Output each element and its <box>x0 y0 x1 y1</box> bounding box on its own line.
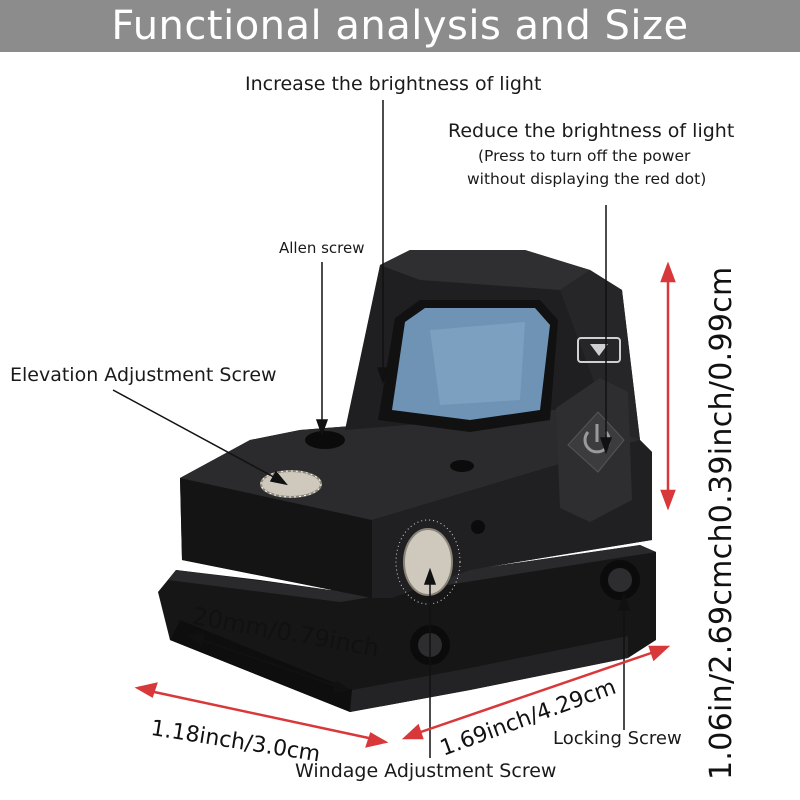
press-note-line1: (Press to turn off the power <box>478 147 691 165</box>
reduce-brightness-label: Reduce the brightness of light <box>448 120 735 142</box>
length-dimension-arrow <box>411 648 661 737</box>
rail-dimension-arrow <box>195 637 343 689</box>
triangle-marker-icon <box>590 344 608 356</box>
allen-screw-label: Allen screw <box>279 239 365 257</box>
page-title: Functional analysis and Size <box>111 3 689 49</box>
locking-screw-label: Locking Screw <box>553 728 682 749</box>
width-dimension-arrow <box>144 688 379 742</box>
sight-housing <box>180 250 652 665</box>
picatinny-mount <box>158 545 656 712</box>
triangle-marker-frame <box>577 337 621 363</box>
increase-brightness-label: Increase the brightness of light <box>245 73 542 95</box>
leader-elevation-screw <box>112 389 284 483</box>
windage-screw-label: Windage Adjustment Screw <box>295 760 557 782</box>
press-note-line2: without displaying the red dot) <box>467 170 707 188</box>
title-banner <box>0 0 800 52</box>
elevation-screw-label: Elevation Adjustment Screw <box>10 364 277 386</box>
height-dimension-label: 1.06in/2.69cmch0.39inch/0.99cm <box>704 266 739 780</box>
